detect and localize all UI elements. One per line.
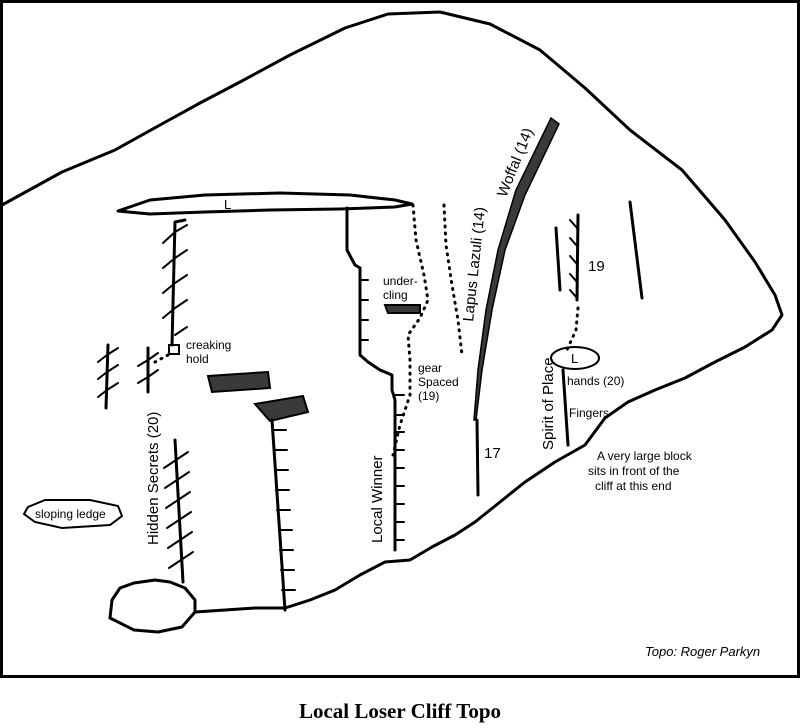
spirit-of-place-dotted	[564, 306, 580, 354]
hands-label: hands (20)	[567, 374, 624, 388]
topo-credit: Topo: Roger Parkyn	[645, 644, 760, 659]
central-line	[270, 418, 296, 612]
creaking-hold-label-2: hold	[186, 352, 209, 366]
left-branch-1	[97, 343, 119, 410]
ledge-top-label: L	[224, 197, 231, 212]
frame-border	[0, 0, 800, 678]
hidden-secrets-lower-branch	[163, 438, 194, 584]
roof-right	[253, 394, 310, 423]
roof-left	[206, 370, 272, 394]
gear-label-1: gear	[418, 361, 442, 375]
hidden-secrets-upper-branch	[162, 218, 188, 347]
gear-label-2: Spaced	[418, 375, 459, 389]
block-note-3: cliff at this end	[595, 479, 672, 493]
gear-spaced-dotted	[391, 203, 430, 457]
ledge-right	[550, 346, 600, 370]
spirit-of-place-line	[561, 368, 570, 447]
route-17-line	[475, 418, 480, 497]
diagram-title: Local Loser Cliff Topo	[299, 699, 501, 723]
creaking-hold-label-1: creaking	[186, 338, 231, 352]
creaking-dotted	[153, 353, 170, 364]
ledge-top	[116, 191, 414, 216]
local-winner-line	[358, 266, 405, 552]
creaking-hold-marker	[168, 344, 180, 355]
route-spirit-of-place-label: Spirit of Place	[540, 357, 557, 450]
gear-label-3: (19)	[418, 389, 439, 403]
block-note-1: A very large block	[597, 449, 693, 463]
lapus-lazuli-dotted	[442, 203, 464, 357]
route-19-lines	[554, 200, 644, 302]
local-winner-upper-line	[345, 206, 362, 270]
grade-17: 17	[484, 445, 501, 462]
grade-19: 19	[588, 258, 605, 275]
sloping-ledge-label: sloping ledge	[35, 507, 106, 521]
undercling-roof	[383, 304, 421, 314]
ledge-right-label: L	[571, 351, 578, 366]
route-hidden-secrets-label: Hidden Secrets (20)	[145, 412, 162, 545]
fingers-label: Fingers	[569, 406, 609, 420]
route-lapus-lazuli-label: Lapus Lazuli (14)	[460, 206, 489, 322]
route-local-winner-label: Local Winner	[369, 455, 386, 543]
boulder	[108, 578, 197, 620]
undercling-label-2: cling	[383, 288, 408, 302]
block-note-2: sits in front of the	[588, 464, 680, 478]
cliff-outline	[0, 10, 784, 634]
undercling-label-1: under-	[383, 274, 418, 288]
left-branch-2	[137, 346, 159, 394]
sloping-ledge-outline	[22, 499, 124, 530]
